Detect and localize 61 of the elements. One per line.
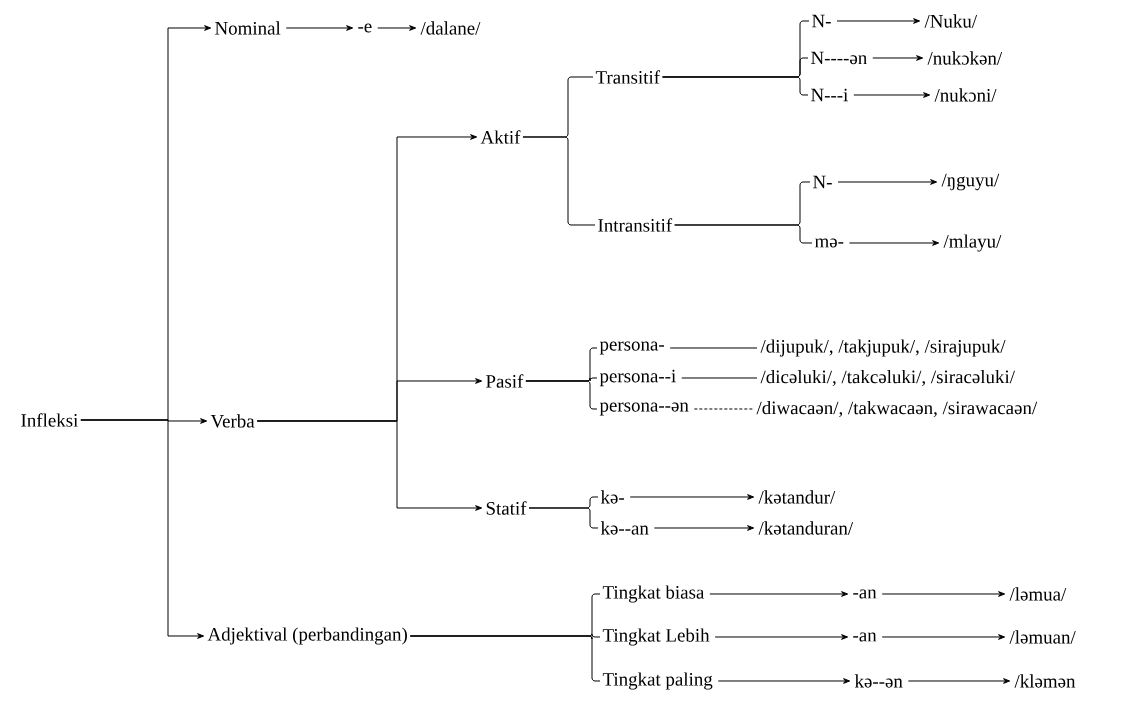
- arrow: [907, 678, 1011, 684]
- connector: [674, 224, 813, 244]
- node-label: -an: [853, 632, 877, 642]
- node-label: /diwacaən/, /takwacaən, /sirawacaən/: [756, 401, 1038, 417]
- arrow: [837, 179, 938, 185]
- node-label: /Nuku/: [924, 14, 978, 28]
- arrow: [709, 591, 849, 597]
- node-label: persona--i: [599, 369, 676, 387]
- node-label: Aktif: [480, 130, 521, 144]
- arrow: [629, 494, 755, 500]
- node-label: persona-: [599, 341, 664, 355]
- connector: [256, 420, 483, 511]
- node-label: /dalane/: [420, 21, 481, 35]
- node-label: /ləmua/: [1009, 587, 1067, 601]
- node-label: Adjektival (perbandingan): [207, 627, 407, 645]
- arrow: [848, 240, 940, 246]
- node-label: Nominal: [215, 21, 281, 35]
- connector: [662, 76, 809, 96]
- arrow: [853, 92, 931, 98]
- node-label: kə-: [600, 490, 624, 504]
- node-label: /mlayu/: [943, 234, 1002, 252]
- node-label: N---i: [811, 88, 848, 102]
- arrow: [881, 634, 1006, 640]
- node-label: /nukɔni/: [934, 88, 997, 102]
- arrow: [717, 678, 851, 684]
- arrow: [653, 525, 755, 531]
- arrow: [377, 25, 417, 31]
- node-label: N----ən: [811, 51, 867, 65]
- node-label: /kləmən: [1014, 674, 1076, 688]
- node-label: persona--ən: [599, 402, 689, 416]
- connector: [528, 507, 599, 529]
- node-label: /ŋguyu/: [941, 173, 1000, 191]
- node-label: -an: [853, 589, 877, 599]
- arrow: [881, 591, 1006, 597]
- node-label: Tingkat Lebih: [602, 628, 710, 646]
- node-label: Transitif: [595, 70, 661, 84]
- node-label: Tingkat biasa: [602, 585, 705, 603]
- arrow: [714, 634, 849, 640]
- node-label: /kətandur/: [758, 490, 836, 504]
- node-label: N-: [812, 14, 831, 28]
- node-label: mə-: [814, 238, 844, 248]
- node-label: -e: [358, 23, 372, 33]
- node-label: Intransitif: [598, 218, 673, 232]
- node-label: Tingkat paling: [602, 672, 713, 690]
- arrow: [285, 25, 354, 31]
- node-label: N-: [813, 175, 832, 189]
- node-label: kə--an: [600, 521, 649, 535]
- node-label: /nukɔkən/: [927, 51, 1003, 65]
- connector: [522, 136, 596, 226]
- arrow: [836, 18, 921, 24]
- node-label: Verba: [210, 414, 255, 428]
- node-label: /dijupuk/, /takjupuk/, /sirajupuk/: [760, 339, 1006, 357]
- node-label: /dicəluki/, /takcəluki/, /siracəluki/: [760, 370, 1015, 386]
- node-label: Infleksi: [21, 413, 78, 427]
- node-label: Statif: [486, 501, 527, 515]
- node-label: Pasif: [486, 374, 524, 388]
- node-label: kə--ən: [854, 674, 903, 688]
- connector: [80, 419, 205, 639]
- node-label: /kətanduran/: [758, 521, 854, 535]
- node-label: /ləmuan/: [1009, 630, 1076, 644]
- arrow: [872, 55, 924, 61]
